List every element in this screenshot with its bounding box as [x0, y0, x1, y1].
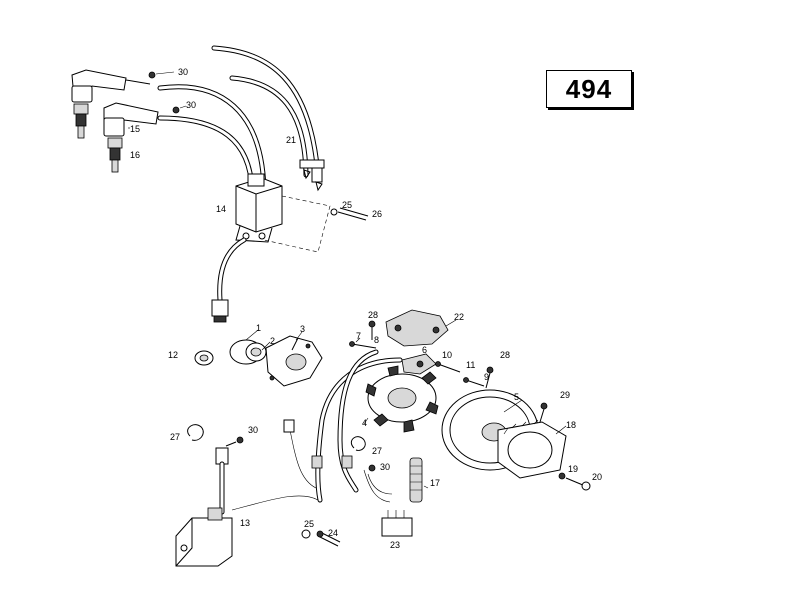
callout-15: 15	[130, 124, 140, 134]
spark-plug-upper	[73, 103, 89, 139]
callout-10: 10	[442, 350, 452, 360]
callout-24: 24	[328, 528, 338, 538]
callout-14: 14	[216, 204, 226, 214]
leader-lines	[128, 127, 567, 489]
callout-27-b: 27	[372, 446, 382, 456]
ignition-coil	[235, 173, 283, 243]
callout-labels: 30 30 15 16 21 14 25 26 1 2 3 12 28 22 7…	[130, 67, 602, 550]
screw-11	[463, 377, 485, 387]
seal-2	[245, 342, 267, 362]
screw-7	[349, 341, 377, 349]
callout-28-a: 28	[368, 310, 378, 320]
callout-6: 6	[422, 345, 427, 355]
bolt-19-washer-20	[558, 472, 591, 491]
callout-4: 4	[362, 418, 367, 428]
spacer-17	[409, 457, 423, 503]
callout-1: 1	[256, 323, 261, 333]
screw-29	[539, 402, 548, 423]
spark-plug-cap-lower	[103, 102, 159, 137]
callout-25-b: 25	[304, 519, 314, 529]
screw-28-upper	[368, 320, 376, 340]
callout-21: 21	[286, 135, 296, 145]
screw-28-right	[485, 366, 494, 389]
callout-30-a: 30	[178, 67, 188, 77]
connector-left	[215, 447, 229, 515]
callout-11: 11	[466, 360, 475, 370]
callout-22: 22	[454, 312, 464, 322]
screw-30-left	[225, 436, 244, 447]
page-number-box: 494	[546, 70, 632, 108]
clip-27-right	[350, 436, 366, 451]
callout-23: 23	[390, 540, 400, 550]
wire-clamps	[299, 159, 325, 192]
cover-22	[385, 309, 449, 347]
callout-20: 20	[592, 472, 602, 482]
screw-30-lower	[172, 105, 187, 114]
regulator-13	[175, 507, 233, 567]
callout-3: 3	[300, 324, 305, 334]
washer-25-lower	[301, 529, 311, 539]
callout-18: 18	[566, 420, 576, 430]
coil-harness	[211, 237, 247, 323]
regulator-lead	[231, 495, 319, 511]
screw-30-upper	[148, 71, 175, 79]
stator-4	[365, 365, 439, 433]
callout-25-a: 25	[342, 200, 352, 210]
spark-plug-cap-upper	[71, 69, 151, 103]
callout-19: 19	[568, 464, 578, 474]
coil-mount-leader	[263, 195, 331, 253]
callout-7: 7	[356, 331, 361, 341]
screw-30-center	[368, 464, 376, 472]
callout-28-b: 28	[500, 350, 510, 360]
callout-5: 5	[514, 392, 519, 402]
bolt-24	[316, 530, 341, 547]
callout-26: 26	[372, 209, 382, 219]
page-number: 494	[565, 73, 613, 104]
callout-27-a: 27	[170, 432, 180, 442]
trigger-coil-6	[401, 353, 437, 375]
callout-30-c: 30	[248, 425, 258, 435]
callout-9: 9	[484, 372, 489, 382]
stator-harness	[283, 349, 403, 503]
callout-16: 16	[130, 150, 140, 160]
stator-plate-3	[265, 335, 323, 387]
callout-13: 13	[240, 518, 250, 528]
callout-8: 8	[374, 335, 379, 345]
screw-10	[435, 361, 461, 373]
callout-29: 29	[560, 390, 570, 400]
callout-30-d: 30	[380, 462, 390, 472]
bolt-26	[330, 207, 369, 221]
callout-12: 12	[168, 350, 178, 360]
seal-12	[194, 350, 214, 366]
callout-30-b: 30	[186, 100, 196, 110]
callout-2: 2	[270, 336, 275, 346]
clip-27-left	[187, 424, 204, 441]
callout-17: 17	[430, 478, 440, 488]
rectifier-23	[381, 510, 413, 537]
spark-plug-lower	[107, 137, 123, 173]
ring-gear-18	[497, 419, 567, 479]
